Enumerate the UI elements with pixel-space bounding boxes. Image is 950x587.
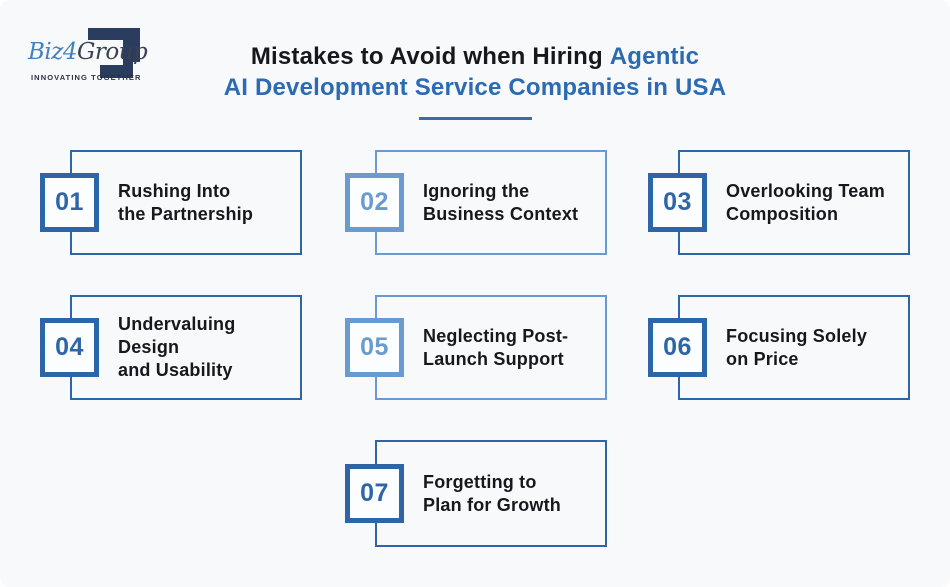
mistake-label-line: Undervaluing Design — [118, 314, 236, 357]
title-underline — [419, 117, 532, 120]
mistake-label-line: Ignoring the — [423, 180, 530, 201]
page-title: Mistakes to Avoid when Hiring Agentic AI… — [0, 41, 950, 103]
biz4group-logo: Biz4Group INNOVATING TOGETHER — [20, 15, 180, 103]
mistake-number: 05 — [345, 318, 404, 377]
mistake-number: 01 — [40, 173, 99, 232]
mistake-number: 03 — [648, 173, 707, 232]
mistake-card-03: 03 Overlooking Team Composition — [648, 150, 910, 255]
logo-bracket-icon — [88, 28, 140, 78]
title-line2-accent: AI Development Service Companies in USA — [223, 74, 727, 101]
title-line1-accent: Agentic — [609, 43, 700, 70]
title-line-1: Mistakes to Avoid when Hiring Agentic — [0, 41, 950, 72]
mistake-card-05: 05 Neglecting Post- Launch Support — [345, 295, 607, 400]
mistake-label-line: Neglecting Post- — [423, 325, 569, 346]
mistake-card-01: 01 Rushing Into the Partnership — [40, 150, 302, 255]
mistake-label-line: the Partnership — [118, 203, 254, 224]
mistake-label-line: Launch Support — [423, 348, 564, 369]
mistake-label: Ignoring the Business Context — [375, 150, 607, 255]
mistake-card-04: 04 Undervaluing Design and Usability — [40, 295, 302, 400]
mistake-number: 07 — [345, 464, 404, 523]
mistake-label-line: Forgetting to — [423, 471, 537, 492]
mistake-number: 02 — [345, 173, 404, 232]
logo-wordmark: Biz4Group — [28, 39, 148, 65]
mistake-label: Neglecting Post- Launch Support — [375, 295, 607, 400]
mistake-label: Overlooking Team Composition — [678, 150, 910, 255]
mistake-label: Undervaluing Design and Usability — [70, 295, 302, 400]
mistake-label: Focusing Solely on Price — [678, 295, 910, 400]
mistake-label-line: Business Context — [423, 203, 579, 224]
logo-brand-blue: Biz4 — [28, 39, 78, 65]
mistake-number: 06 — [648, 318, 707, 377]
mistake-card-06: 06 Focusing Solely on Price — [648, 295, 910, 400]
mistake-label-line: Overlooking Team — [726, 180, 885, 201]
mistake-label-line: Focusing Solely — [726, 325, 868, 346]
mistake-card-02: 02 Ignoring the Business Context — [345, 150, 607, 255]
mistake-label-line: Rushing Into — [118, 180, 231, 201]
title-line1-dark: Mistakes to Avoid when Hiring — [250, 43, 610, 70]
mistake-label-line: Plan for Growth — [423, 494, 561, 515]
title-line-2: AI Development Service Companies in USA — [0, 72, 950, 103]
mistake-label-line: and Usability — [118, 360, 233, 380]
mistake-label: Rushing Into the Partnership — [70, 150, 302, 255]
logo-brand-dark: Group — [77, 39, 148, 65]
mistake-label: Forgetting to Plan for Growth — [375, 440, 607, 547]
mistake-label-line: on Price — [726, 348, 799, 369]
logo-tagline: INNOVATING TOGETHER — [31, 73, 142, 82]
mistake-card-07: 07 Forgetting to Plan for Growth — [345, 440, 607, 547]
mistake-label-line: Composition — [726, 203, 839, 224]
mistake-number: 04 — [40, 318, 99, 377]
